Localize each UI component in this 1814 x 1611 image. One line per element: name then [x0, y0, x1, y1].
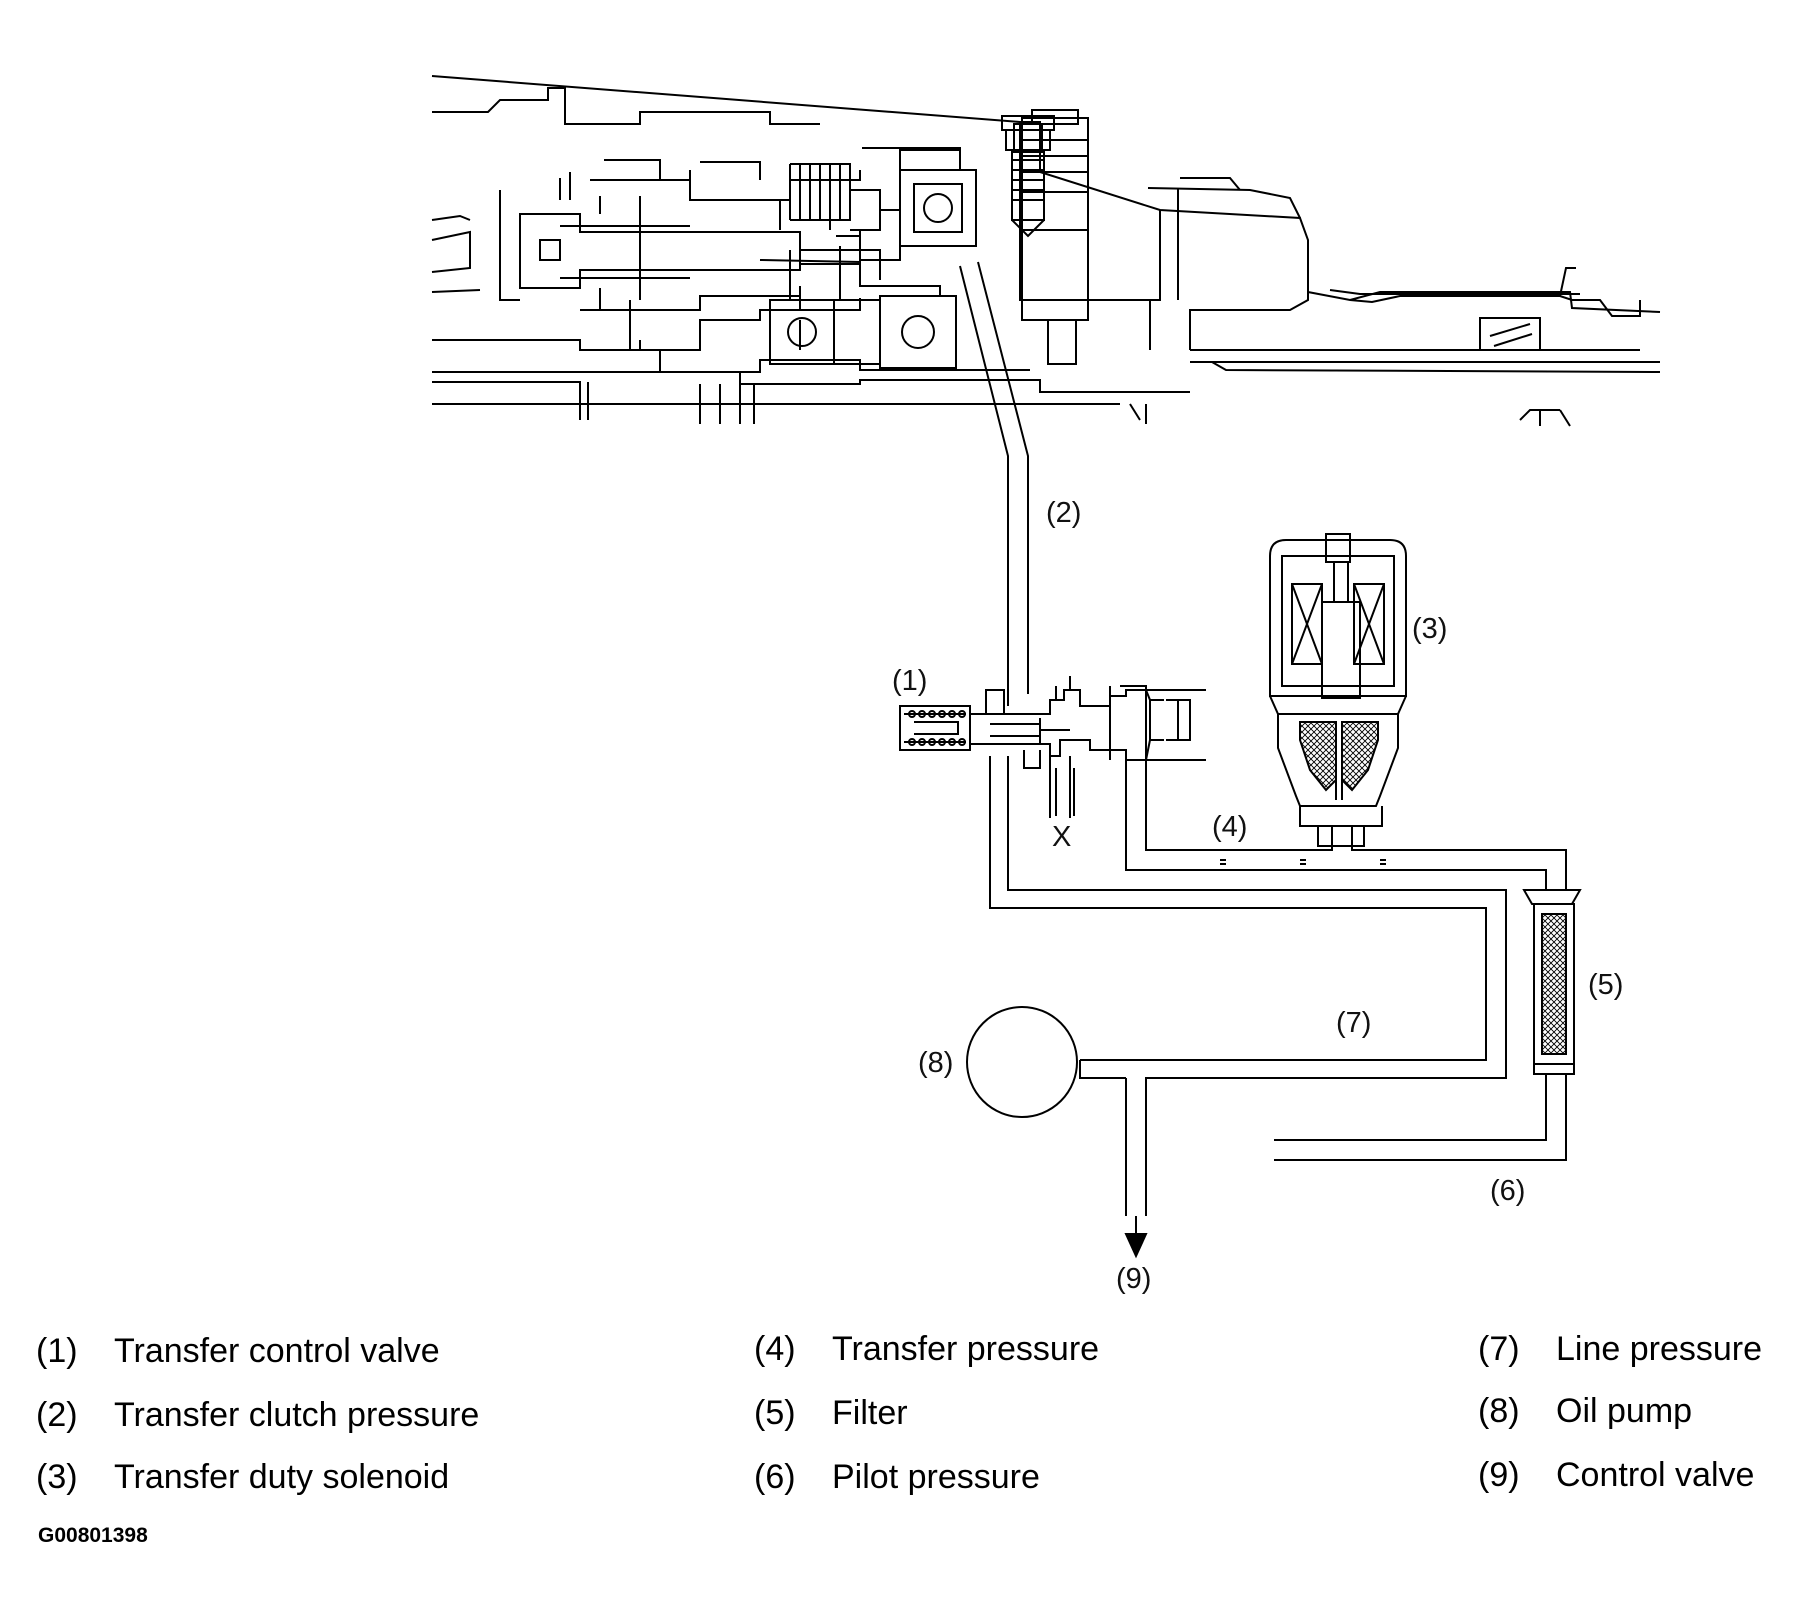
- callout-3: (3): [1412, 613, 1447, 645]
- callout-2: (2): [1046, 497, 1081, 529]
- control-valve-arrow: [1124, 1216, 1148, 1259]
- oil-pump: [966, 1006, 1078, 1118]
- callout-6: (6): [1490, 1175, 1525, 1207]
- callout-5: (5): [1588, 969, 1623, 1001]
- pilot-pressure-line: [1274, 1074, 1567, 1161]
- filter: [1522, 889, 1582, 1075]
- transfer-clutch-pressure-passage: [959, 261, 1029, 706]
- transfer-control-valve: [899, 676, 1206, 818]
- transfer-pressure-line: [1125, 700, 1567, 890]
- callout-7: (7): [1336, 1007, 1371, 1039]
- callout-1: (1): [892, 665, 927, 697]
- exhaust-port: [1055, 768, 1075, 816]
- figure-code: G00801398: [38, 1524, 148, 1547]
- transfer-duty-solenoid: [1269, 533, 1407, 847]
- callout-x: X: [1052, 821, 1071, 853]
- callout-4: (4): [1212, 811, 1247, 843]
- transmission-housing: [431, 75, 1661, 427]
- line-pressure-line: [989, 756, 1507, 1216]
- callout-9: (9): [1116, 1263, 1151, 1295]
- sleeve-block: [1021, 109, 1089, 365]
- gear-train: [431, 147, 1190, 424]
- callout-8: (8): [918, 1047, 953, 1079]
- bolt: [1001, 115, 1055, 238]
